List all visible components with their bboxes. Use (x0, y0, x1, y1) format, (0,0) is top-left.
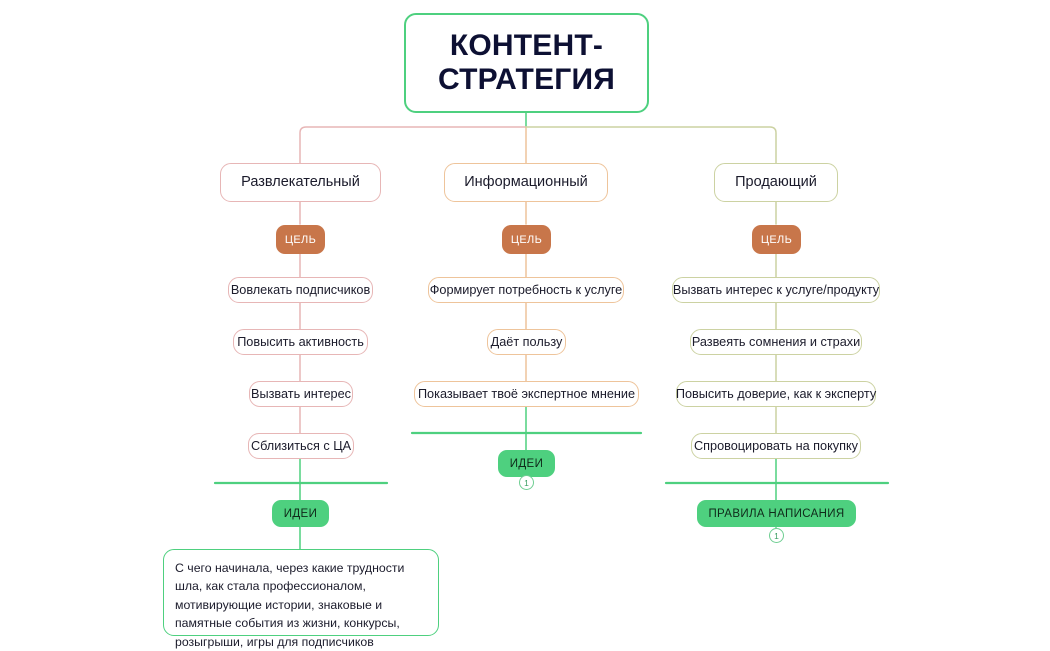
branch-node-informational[interactable]: Информационный (444, 163, 608, 202)
count-label: 1 (774, 530, 779, 541)
item-label: Вызвать интерес (251, 386, 351, 401)
goal-badge-informational[interactable]: ЦЕЛЬ (502, 225, 551, 254)
goal-badge-label: ЦЕЛЬ (510, 233, 543, 246)
item-node[interactable]: Вовлекать подписчиков (228, 277, 373, 303)
item-node[interactable]: Сблизиться с ЦА (248, 433, 354, 459)
item-node[interactable]: Развеять сомнения и страхи (690, 329, 862, 355)
item-label: Вовлекать подписчиков (230, 282, 371, 297)
branch-node-entertaining[interactable]: Развлекательный (220, 163, 381, 202)
branch-label: Продающий (735, 174, 817, 191)
item-node[interactable]: Показывает твоё экспертное мнение (414, 381, 639, 407)
item-label: Повысить доверие, как к эксперту (675, 386, 877, 401)
note-text: С чего начинала, через какие трудности ш… (175, 561, 405, 649)
goal-badge-entertaining[interactable]: ЦЕЛЬ (276, 225, 325, 254)
count-label: 1 (524, 477, 529, 488)
section-pill-ideas-entertaining[interactable]: ИДЕИ (272, 500, 329, 527)
branch-node-selling[interactable]: Продающий (714, 163, 838, 202)
item-label: Вызвать интерес к услуге/продукту (672, 282, 880, 297)
item-node[interactable]: Спровоцировать на покупку (691, 433, 861, 459)
goal-badge-selling[interactable]: ЦЕЛЬ (752, 225, 801, 254)
item-node[interactable]: Вызвать интерес к услуге/продукту (672, 277, 880, 303)
item-node[interactable]: Даёт пользу (487, 329, 566, 355)
item-node[interactable]: Повысить активность (233, 329, 368, 355)
root-title-line1: КОНТЕНТ- (449, 29, 604, 63)
root-node[interactable]: КОНТЕНТ- СТРАТЕГИЯ (404, 13, 649, 113)
item-node[interactable]: Вызвать интерес (249, 381, 353, 407)
item-label: Формирует потребность к услуге (429, 282, 623, 297)
item-label: Даёт пользу (490, 334, 563, 349)
goal-badge-label: ЦЕЛЬ (284, 233, 317, 246)
item-node[interactable]: Повысить доверие, как к эксперту (676, 381, 876, 407)
branch-label: Развлекательный (241, 174, 360, 191)
note-box-entertaining[interactable]: С чего начинала, через какие трудности ш… (163, 549, 439, 649)
root-title-line2: СТРАТЕГИЯ (437, 63, 616, 96)
section-pill-ideas-informational[interactable]: ИДЕИ (498, 450, 555, 477)
item-label: Сблизиться с ЦА (250, 438, 352, 453)
item-label: Развеять сомнения и страхи (691, 334, 861, 349)
item-label: Показывает твоё экспертное мнение (417, 386, 636, 401)
item-label: Спровоцировать на покупку (693, 438, 859, 453)
section-pill-label: ИДЕИ (283, 507, 318, 520)
section-pill-writing-rules[interactable]: ПРАВИЛА НАПИСАНИЯ (697, 500, 856, 527)
goal-badge-label: ЦЕЛЬ (760, 233, 793, 246)
section-pill-label: ИДЕИ (509, 457, 544, 470)
branch-label: Информационный (464, 174, 588, 191)
item-label: Повысить активность (237, 334, 364, 349)
collapsed-children-count[interactable]: 1 (519, 475, 534, 490)
collapsed-children-count[interactable]: 1 (769, 528, 784, 543)
section-pill-label: ПРАВИЛА НАПИСАНИЯ (708, 507, 845, 520)
item-node[interactable]: Формирует потребность к услуге (428, 277, 624, 303)
root-title: КОНТЕНТ- СТРАТЕГИЯ (438, 29, 615, 96)
